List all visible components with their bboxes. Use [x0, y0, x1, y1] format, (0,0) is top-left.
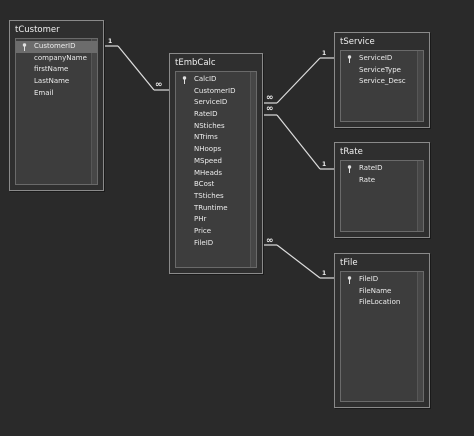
table-tfile[interactable]: tFile FileID FileName FileLocation — [334, 253, 430, 408]
table-title[interactable]: tCustomer — [15, 25, 60, 35]
field-list[interactable]: CalcID CustomerID ServiceID RateID NStic… — [175, 71, 257, 268]
field-label: FileID — [359, 275, 379, 283]
field-list[interactable]: ServiceID ServiceType Service_Desc — [340, 50, 424, 122]
key-icon — [22, 43, 27, 51]
field-customerid[interactable]: CustomerID — [194, 86, 236, 95]
scrollbar[interactable] — [91, 39, 97, 184]
scrollbar[interactable] — [417, 161, 423, 231]
field-serviceid[interactable]: ServiceID — [194, 98, 228, 107]
field-service-desc[interactable]: Service_Desc — [359, 77, 406, 86]
field-price[interactable]: Price — [194, 226, 212, 235]
field-nhoops[interactable]: NHoops — [194, 145, 222, 154]
field-rate[interactable]: Rate — [359, 175, 376, 184]
field-companyname[interactable]: companyName — [34, 53, 87, 62]
scrollbar[interactable] — [417, 51, 423, 121]
scrollbar[interactable] — [417, 272, 423, 401]
field-label: CalcID — [194, 75, 217, 83]
field-truntime[interactable]: TRuntime — [194, 203, 228, 212]
table-title[interactable]: tService — [340, 37, 375, 47]
field-filelocation[interactable]: FileLocation — [359, 298, 401, 307]
field-fileid[interactable]: FileID — [341, 274, 423, 286]
table-title[interactable]: tFile — [340, 258, 358, 268]
key-icon — [347, 276, 352, 284]
table-tembcalc[interactable]: tEmbCalc CalcID CustomerID ServiceID Rat… — [169, 53, 263, 274]
cardinality-one-file: 1 — [322, 270, 327, 277]
key-icon — [182, 76, 187, 84]
field-phr[interactable]: PHr — [194, 215, 207, 224]
cardinality-many-rate: ∞ — [266, 104, 273, 114]
field-nstiches[interactable]: NStiches — [194, 121, 225, 130]
field-list[interactable]: CustomerID companyName firstName LastNam… — [15, 38, 98, 185]
field-customerid[interactable]: CustomerID — [16, 41, 97, 53]
scrollbar[interactable] — [250, 72, 256, 267]
field-mheads[interactable]: MHeads — [194, 168, 222, 177]
field-fileid[interactable]: FileID — [194, 238, 214, 247]
table-tcustomer[interactable]: tCustomer CustomerID companyName firstNa… — [9, 20, 104, 191]
field-serviceid[interactable]: ServiceID — [341, 53, 423, 65]
cardinality-many-file: ∞ — [266, 236, 273, 246]
field-label: RateID — [359, 164, 383, 172]
field-list[interactable]: RateID Rate — [340, 160, 424, 232]
field-email[interactable]: Email — [34, 88, 54, 97]
table-title[interactable]: tEmbCalc — [175, 58, 216, 68]
field-mspeed[interactable]: MSpeed — [194, 156, 222, 165]
field-ntrims[interactable]: NTrims — [194, 133, 218, 142]
cardinality-many-service: ∞ — [266, 93, 273, 103]
cardinality-one-customer: 1 — [108, 38, 113, 45]
field-firstname[interactable]: firstName — [34, 65, 69, 74]
field-label: CustomerID — [34, 42, 76, 50]
key-icon — [347, 55, 352, 63]
cardinality-many-customer: ∞ — [155, 80, 162, 90]
field-bcost[interactable]: BCost — [194, 180, 215, 189]
field-tstiches[interactable]: TStiches — [194, 191, 224, 200]
table-title[interactable]: tRate — [340, 147, 363, 157]
field-servicetype[interactable]: ServiceType — [359, 65, 401, 74]
field-list[interactable]: FileID FileName FileLocation — [340, 271, 424, 402]
field-lastname[interactable]: LastName — [34, 77, 70, 86]
field-rateid[interactable]: RateID — [341, 163, 423, 175]
cardinality-one-service: 1 — [322, 50, 327, 57]
key-icon — [347, 165, 352, 173]
field-label: ServiceID — [359, 54, 393, 62]
field-rateid[interactable]: RateID — [194, 110, 218, 119]
field-filename[interactable]: FileName — [359, 286, 392, 295]
table-trate[interactable]: tRate RateID Rate — [334, 142, 430, 238]
field-calcid[interactable]: CalcID — [176, 74, 256, 86]
table-tservice[interactable]: tService ServiceID ServiceType Service_D… — [334, 32, 430, 128]
cardinality-one-rate: 1 — [322, 161, 327, 168]
